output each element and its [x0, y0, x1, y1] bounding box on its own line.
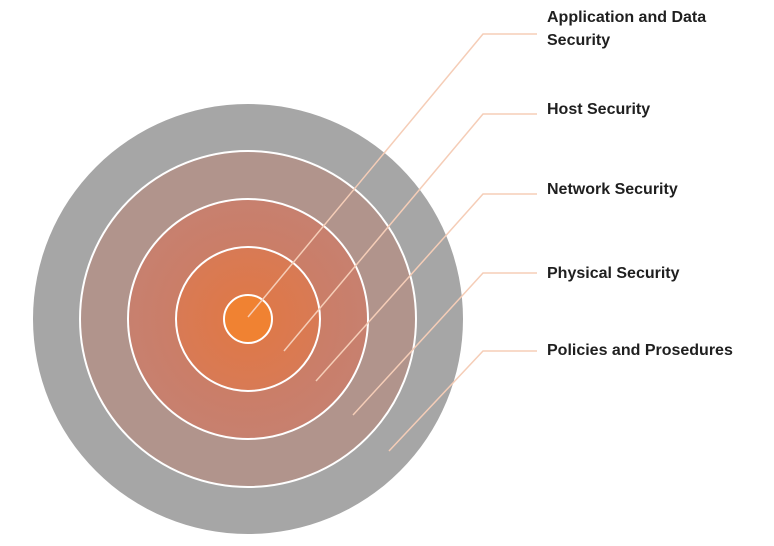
- label-host-security: Host Security: [547, 101, 651, 118]
- label-application-and-data-security: Application and Data Security: [547, 9, 707, 49]
- label-policies-and-procedures: Policies and Prosedures: [547, 342, 733, 359]
- leader-line-network-security: [315, 193, 537, 382]
- leader-line-host-security: [283, 113, 537, 352]
- ring-application-and-data-security: [223, 294, 273, 344]
- label-physical-security: Physical Security: [547, 265, 680, 282]
- leader-line-application-and-data-security: [247, 33, 537, 318]
- leader-line-physical-security: [352, 272, 537, 416]
- label-network-security: Network Security: [547, 181, 678, 198]
- leader-line-policies-and-procedures: [388, 350, 537, 452]
